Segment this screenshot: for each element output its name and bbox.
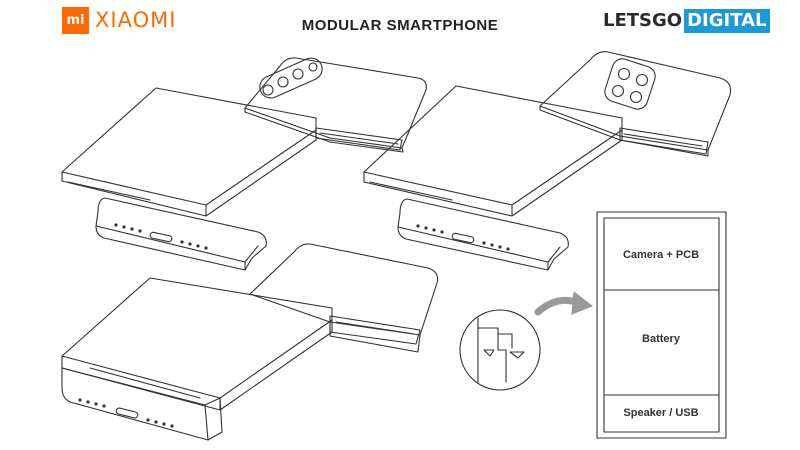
source-logo: LETSGO DIGITAL [603, 9, 770, 33]
usb-port [451, 232, 475, 244]
detail-circle [459, 309, 541, 391]
xiaomi-logo: mi [62, 7, 89, 34]
phone-assembled [61, 243, 439, 441]
quad-camera-bump [604, 58, 656, 110]
usb-port [149, 231, 173, 243]
camera-lens [292, 68, 304, 80]
back-module [249, 243, 439, 336]
speaker-holes [78, 398, 174, 428]
usb-port [115, 407, 139, 419]
section-label-battery: Battery [642, 333, 680, 345]
speaker-usb-module [397, 198, 569, 271]
camera-lens [308, 62, 318, 72]
camera-module-back [539, 51, 732, 151]
section-label-camera: Camera + PCB [622, 249, 700, 261]
block-outer [596, 211, 727, 439]
camera-lens [262, 84, 274, 96]
camera-module-back [244, 57, 427, 149]
speaker-usb-module [61, 367, 209, 441]
brand-name: XIAOMI [95, 8, 177, 32]
triple-camera-bump [259, 57, 323, 99]
connector-detail [459, 309, 541, 391]
speaker-holes [416, 224, 510, 251]
speaker-usb-module [95, 197, 267, 271]
section-label-speaker: Speaker / USB [623, 407, 699, 419]
module-block-diagram [596, 211, 727, 439]
phone-quad-camera [363, 51, 732, 271]
block-inner [603, 217, 720, 433]
camera-lens [635, 73, 649, 87]
phone-triple-camera [61, 57, 427, 271]
camera-lens [629, 90, 643, 104]
logo-mark: mi [66, 13, 85, 28]
source-logo-part1: LETSGO [603, 10, 683, 31]
pointer-arrow [534, 291, 593, 316]
camera-lens [617, 67, 631, 81]
camera-lens [277, 76, 289, 88]
camera-lens [611, 84, 625, 98]
diagram-title: MODULAR SMARTPHONE [301, 17, 499, 34]
source-logo-part2: DIGITAL [684, 9, 770, 33]
speaker-holes [114, 223, 208, 250]
battery-module [61, 277, 333, 411]
battery-module [61, 87, 317, 217]
